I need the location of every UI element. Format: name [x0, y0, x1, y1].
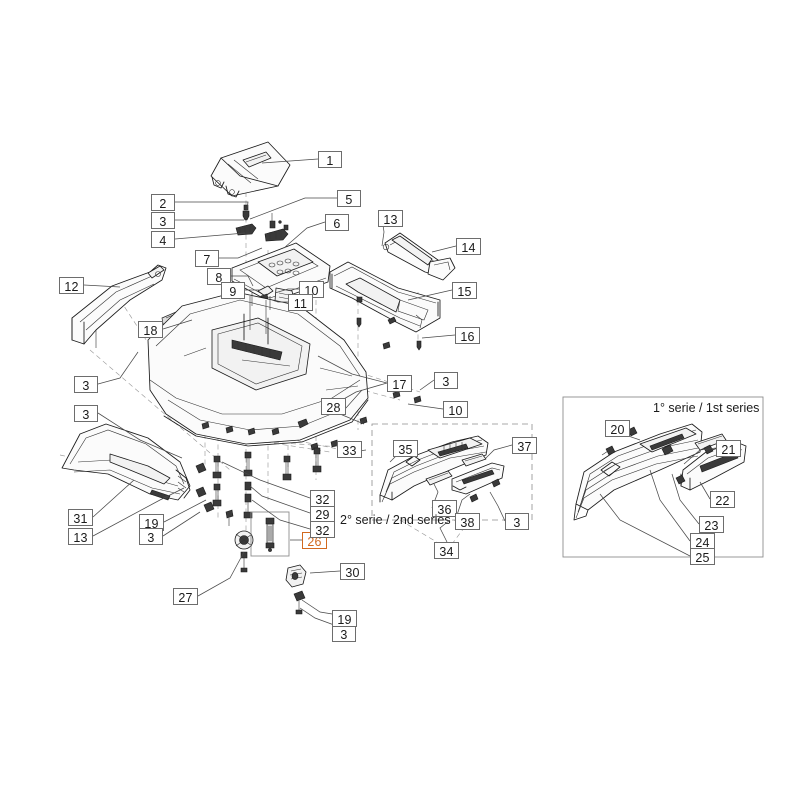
callout-3f[interactable]: 3: [505, 513, 529, 530]
callout-21[interactable]: 21: [716, 440, 741, 457]
fasteners-top: [235, 204, 289, 236]
callout-14[interactable]: 14: [456, 238, 481, 255]
callout-19[interactable]: 19: [139, 514, 164, 531]
screw-stack: [195, 447, 322, 526]
group-title-first-series-text: 1° serie / 1st series: [653, 401, 760, 415]
callout-13b[interactable]: 13: [68, 528, 93, 545]
callout-33[interactable]: 33: [337, 441, 362, 458]
group-title-second-series: 2° serie / 2nd series: [340, 513, 451, 527]
callout-37[interactable]: 37: [512, 437, 537, 454]
callout-3g[interactable]: 3: [332, 625, 356, 642]
part-30-end-cap: [285, 564, 307, 615]
callout-19b[interactable]: 19: [332, 610, 357, 627]
callout-3c[interactable]: 3: [74, 405, 98, 422]
callout-3e[interactable]: 3: [434, 372, 458, 389]
fasteners-rear: [356, 296, 422, 351]
callout-32[interactable]: 32: [310, 490, 335, 507]
callout-25[interactable]: 25: [690, 548, 715, 565]
part-15-rear-bumper: [329, 261, 441, 333]
callout-27[interactable]: 27: [173, 588, 198, 605]
part-26-detail: [250, 511, 290, 557]
callout-3b[interactable]: 3: [74, 376, 98, 393]
callout-20[interactable]: 20: [605, 420, 630, 437]
callout-35[interactable]: 35: [393, 440, 418, 457]
first-series-artwork: [562, 396, 764, 558]
callout-2[interactable]: 2: [151, 194, 175, 211]
callout-16[interactable]: 16: [455, 327, 480, 344]
part-31-front-bumper: [61, 423, 191, 501]
callout-23[interactable]: 23: [699, 516, 724, 533]
callout-8[interactable]: 8: [207, 268, 231, 285]
callout-31[interactable]: 31: [68, 509, 93, 526]
callout-13[interactable]: 13: [378, 210, 403, 227]
callout-22[interactable]: 22: [710, 491, 735, 508]
callout-4[interactable]: 4: [151, 231, 175, 248]
callout-6[interactable]: 6: [325, 214, 349, 231]
group-title-first-series: 1° serie / 1st series: [653, 401, 759, 415]
fasteners-mid: [201, 341, 422, 451]
main-body-shell: [147, 291, 369, 447]
callout-30[interactable]: 30: [340, 563, 365, 580]
callout-32b[interactable]: 32: [310, 521, 335, 538]
callout-36[interactable]: 36: [432, 500, 457, 517]
callout-3d[interactable]: 3: [139, 528, 163, 545]
part-27-knob: [234, 530, 254, 573]
callout-1[interactable]: 1: [318, 151, 342, 168]
callout-29[interactable]: 29: [310, 505, 335, 522]
callout-12[interactable]: 12: [59, 277, 84, 294]
callout-17[interactable]: 17: [387, 375, 412, 392]
part-1-top-cover: [210, 141, 291, 198]
part-12-left-panel: [71, 264, 167, 348]
callout-10b[interactable]: 10: [443, 401, 468, 418]
group-title-second-series-text: 2° serie / 2nd series: [340, 513, 451, 527]
callout-34[interactable]: 34: [434, 542, 459, 559]
callout-11[interactable]: 11: [288, 294, 313, 311]
callout-38[interactable]: 38: [455, 513, 480, 530]
callout-7[interactable]: 7: [195, 250, 219, 267]
callout-18[interactable]: 18: [138, 321, 163, 338]
part-14-handle: [382, 232, 456, 281]
callout-24[interactable]: 24: [690, 533, 715, 550]
callout-28[interactable]: 28: [321, 398, 346, 415]
callout-5[interactable]: 5: [337, 190, 361, 207]
second-series-artwork: [371, 423, 533, 521]
callout-15[interactable]: 15: [452, 282, 477, 299]
callout-9[interactable]: 9: [221, 282, 245, 299]
callout-3[interactable]: 3: [151, 212, 175, 229]
